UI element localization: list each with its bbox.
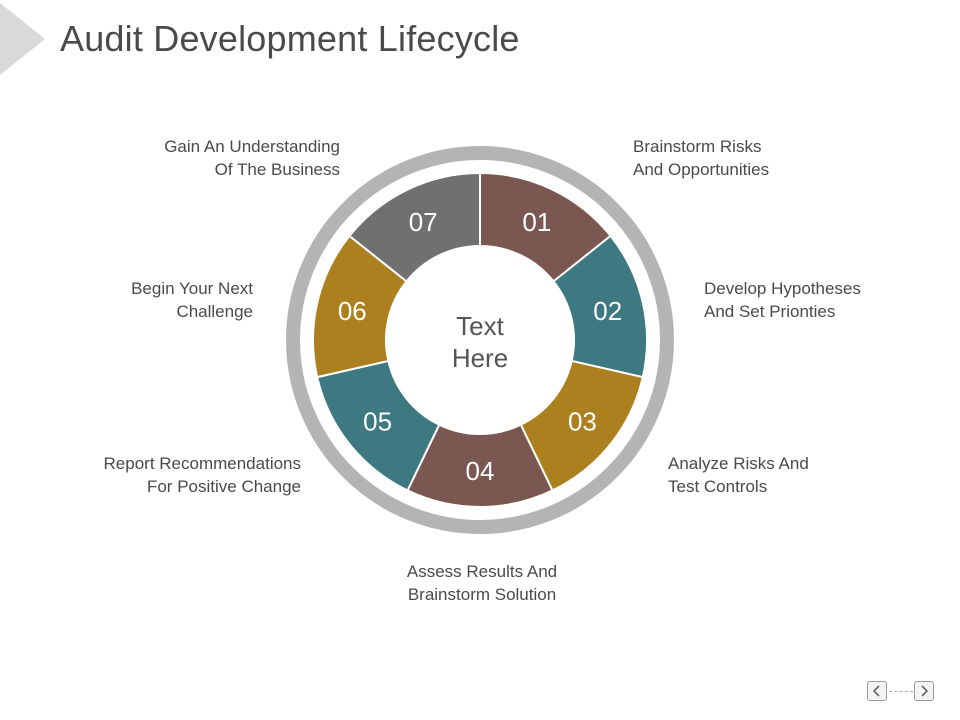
step-label-07: Gain An Understanding Of The Business [80,135,340,181]
outer-ring [286,146,674,534]
corner-triangle-decoration [0,3,45,75]
segment-number-05: 05 [363,407,392,437]
step-label-03: Analyze Risks And Test Controls [668,452,928,498]
step-label-04: Assess Results And Brainstorm Solution [352,560,612,606]
step-label-02-line1: Develop Hypotheses [704,279,861,298]
segment-number-06: 06 [338,296,367,326]
segment-number-03: 03 [568,407,597,437]
step-label-05-line1: Report Recommendations [103,454,301,473]
center-text-line2: Here [452,343,508,373]
step-label-04-line1: Assess Results And [406,562,558,581]
segment-number-07: 07 [409,207,438,237]
step-label-01-line1: Brainstorm Risks [633,137,762,156]
step-label-05-line2: For Positive Change [146,477,301,496]
prev-slide-button[interactable] [867,681,887,701]
nav-connector [889,691,913,692]
step-label-01: Brainstorm Risks And Opportunities [633,135,893,181]
next-slide-button[interactable] [914,681,934,701]
step-label-03-line2: Test Controls [668,477,768,496]
step-label-04-line2: Brainstorm Solution [407,585,557,604]
step-label-03-line1: Analyze Risks And [668,454,809,473]
chevron-left-icon [872,685,880,697]
step-label-01-line2: And Opportunities [633,160,770,179]
segment-number-02: 02 [593,296,622,326]
step-label-06: Begin Your Next Challenge [0,277,253,323]
segment-number-01: 01 [522,207,551,237]
step-label-02-line2: And Set Prionties [704,302,836,321]
step-label-07-line2: Of The Business [214,160,340,179]
chevron-right-icon [921,685,929,697]
center-text-line1: Text [456,311,504,341]
step-label-05: Report Recommendations For Positive Chan… [41,452,301,498]
cycle-segments: 01 02 03 04 05 06 07 [312,171,648,508]
step-label-06-line1: Begin Your Next [131,279,253,298]
page-title: Audit Development Lifecycle [60,18,520,59]
step-label-06-line2: Challenge [176,302,253,321]
step-label-02: Develop Hypotheses And Set Prionties [704,277,960,323]
segment-number-04: 04 [466,456,495,486]
step-label-07-line1: Gain An Understanding [164,137,340,156]
center-circle [386,246,574,434]
